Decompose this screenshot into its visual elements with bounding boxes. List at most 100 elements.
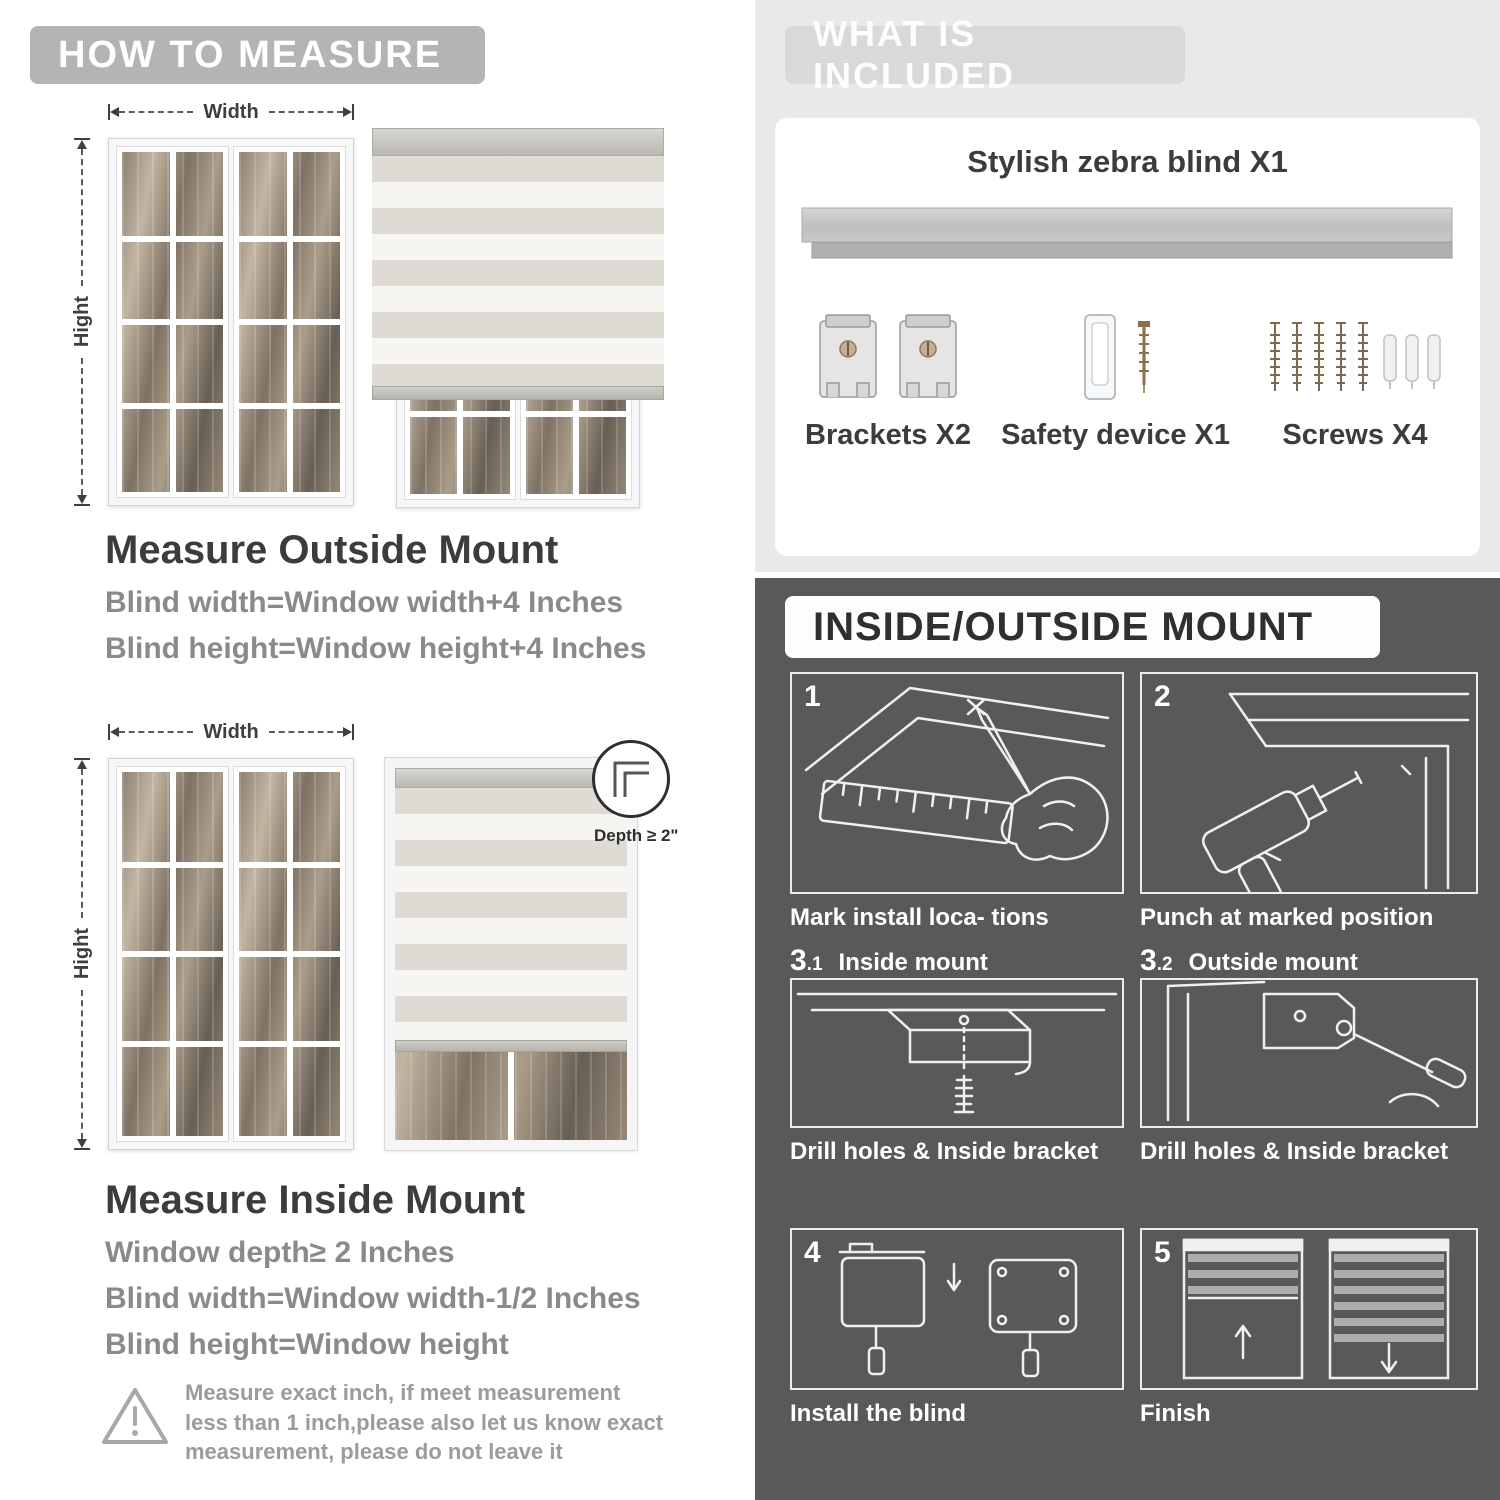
inside-mount-heading: Measure Inside Mount (105, 1178, 526, 1222)
window-inner (116, 146, 346, 498)
step-illustration: 4 (790, 1228, 1124, 1390)
window-casement (233, 146, 346, 498)
step-illustration (1140, 978, 1478, 1128)
blind-stripes (395, 788, 627, 1040)
mount-step-3-2: 3.2 Outside mount Drill holes & Inside b… (1140, 944, 1478, 1166)
mount-steps-section (755, 578, 1500, 1500)
outside-mount-heading: Measure Outside Mount (105, 528, 559, 572)
step-caption: Finish (1140, 1400, 1211, 1427)
drill-drawing (1202, 692, 1470, 892)
arrow-dash (81, 357, 83, 495)
arrow-head-down-icon (77, 495, 87, 504)
zebra-blind (372, 128, 664, 400)
window-glass (239, 772, 340, 1136)
height-label: Hight (70, 296, 93, 348)
arrow-dash (119, 111, 194, 113)
arrow-dash (119, 731, 194, 733)
step-caption: Install the blind (790, 1400, 967, 1427)
install-blind-drawing (838, 1242, 1078, 1378)
brackets-label: Brackets X2 (805, 419, 972, 451)
step-illustration: 5 (1140, 1228, 1478, 1390)
arrow-tick (74, 758, 90, 760)
outside-mount-line: Blind width=Window width+4 Inches (105, 586, 624, 619)
outside-mount-line: Blind height=Window height+4 Inches (105, 632, 647, 665)
height-arrow-inside: Hight (70, 758, 93, 1150)
arrow-tick (74, 1148, 90, 1150)
mount-step-3-1: 3.1 Inside mount Drill holes & I (790, 944, 1124, 1166)
arrow-head-left-icon (110, 107, 119, 117)
mount-step-1: 1 Mark install loca- tions (790, 672, 1124, 932)
product-label: Stylish zebra blind X1 (967, 144, 1288, 179)
step-number: 5 (1154, 1236, 1171, 1269)
arrow-tick (108, 724, 110, 740)
window-casement (116, 766, 229, 1142)
width-label: Width (203, 720, 259, 743)
how-to-measure-header: HOW TO MEASURE (30, 26, 485, 84)
arrow-tick (74, 504, 90, 506)
step-tag: Inside mount (838, 949, 988, 976)
window-frame (384, 757, 638, 1151)
width-arrow-outside: Width (108, 101, 355, 123)
window-photo-outside (108, 138, 354, 506)
step-caption: Drill holes & Inside bracket (790, 1138, 1099, 1165)
step-header: 3.2 Outside mount (1140, 944, 1478, 978)
arrow-dash (81, 989, 83, 1139)
included-item-safety-device: Safety device X1 (1001, 311, 1230, 452)
step-caption: Mark install loca- tions (790, 904, 1049, 931)
window-glass (122, 152, 223, 492)
finish-drawing (1182, 1238, 1450, 1380)
outside-bracket-drawing (1166, 980, 1467, 1122)
depth-label: Depth ≥ 2" (594, 826, 679, 845)
zebra-blind (395, 768, 627, 1052)
window-casement (116, 146, 229, 498)
safety-device-label: Safety device X1 (1001, 419, 1230, 451)
window-glass (239, 152, 340, 492)
arrow-dash (268, 111, 344, 113)
arrow-head-down-icon (77, 1139, 87, 1148)
mount-step-4: 4 Install the blind (790, 1228, 1124, 1428)
arrow-tick (352, 104, 355, 120)
step-tag: Outside mount (1188, 949, 1358, 976)
blind-bottom-rail (395, 1040, 627, 1052)
height-label: Hight (70, 928, 93, 980)
arrow-dash (81, 149, 83, 287)
window-inner (116, 766, 346, 1142)
step-number: 1 (804, 680, 821, 713)
brackets-icon (819, 314, 958, 398)
warning-triangle-icon (100, 1384, 170, 1448)
step-number: 3.2 (1140, 944, 1173, 977)
width-arrow-inside: Width (108, 720, 355, 743)
inside-bracket-drawing (796, 992, 1118, 1114)
what-is-included-header: WHAT IS INCLUDED (785, 13, 1185, 96)
screws-label: Screws X4 (1282, 419, 1428, 451)
height-arrow-outside: Hight (70, 138, 93, 506)
outside-mount-blind-illustration (372, 128, 664, 508)
depth-corner-drawing (613, 761, 649, 797)
arrow-head-up-icon (77, 140, 87, 149)
included-items: Brackets X2 Safety device X1 (799, 311, 1456, 452)
window-casement (233, 766, 346, 1142)
arrow-tick (352, 724, 355, 740)
included-item-brackets: Brackets X2 (805, 311, 971, 452)
step-illustration: 2 (1140, 672, 1478, 894)
step-header: 3.1 Inside mount (790, 944, 1124, 978)
included-item-screws: Screws X4 (1260, 311, 1450, 452)
window-photo-inside (108, 758, 354, 1150)
mount-step-5: 5 (1140, 1228, 1478, 1428)
step-illustration (790, 978, 1124, 1128)
warning-text: Measure exact inch, if meet measurement … (185, 1380, 664, 1465)
arrow-head-up-icon (77, 760, 87, 769)
step-number: 3.1 (790, 944, 823, 977)
step-caption: Drill holes & Inside bracket (1140, 1138, 1449, 1165)
blind-cassette (372, 128, 664, 156)
blind-stripes (372, 156, 664, 386)
included-panel: Stylish zebra blind X1 (775, 118, 1480, 556)
step-number: 4 (804, 1236, 821, 1269)
arrow-tick (108, 104, 110, 120)
arrow-dash (268, 731, 344, 733)
step-caption: Punch at marked position (1140, 904, 1434, 931)
blind-bottom-rail (372, 386, 664, 400)
arrow-head-left-icon (110, 727, 119, 737)
arrow-head-right-icon (343, 727, 353, 737)
